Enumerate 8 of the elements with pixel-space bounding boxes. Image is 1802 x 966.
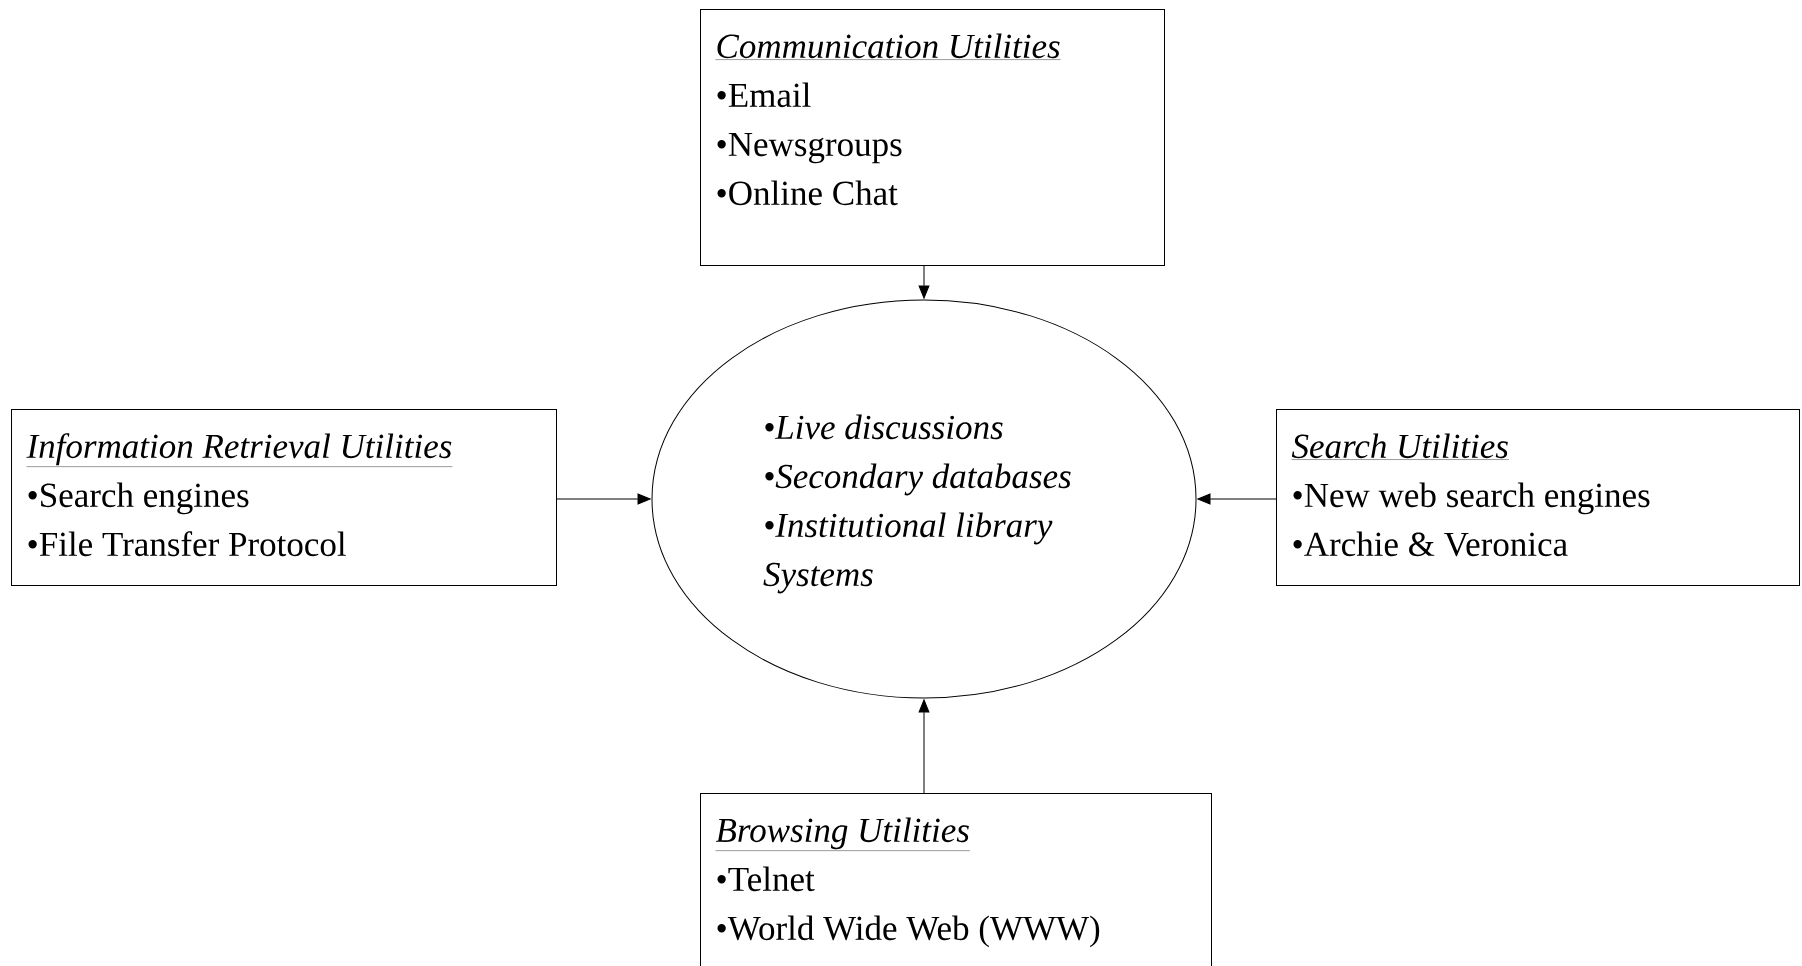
arrow	[918, 265, 930, 299]
arrow	[556, 493, 651, 505]
utility-box: Information Retrieval Utilities •Search engines •File Transfer Protocol	[11, 409, 557, 586]
arrow	[1197, 493, 1277, 505]
utility-box: Communication Utilities •Email •Newsgroups •Online Chat	[700, 9, 1165, 266]
arrow	[918, 699, 930, 794]
utility-box: Search Utilities •New web search engines •Archie & Veronica	[1276, 409, 1800, 586]
utility-box: Browsing Utilities •Telnet •World Wide Web (WWW)	[700, 793, 1212, 966]
